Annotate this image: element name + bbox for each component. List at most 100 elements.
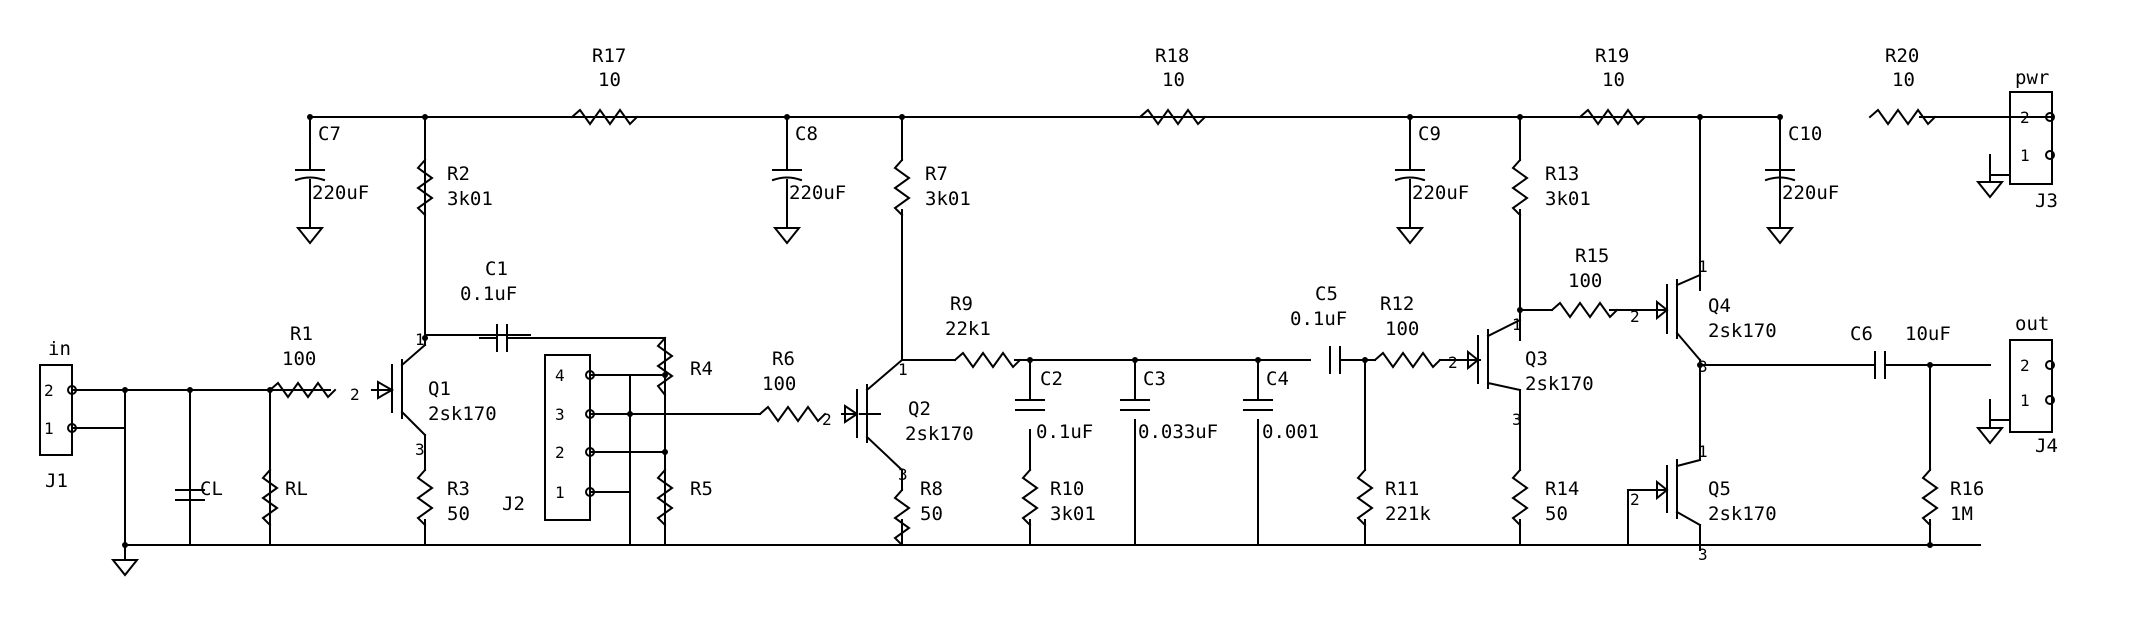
R19-value: 10	[1602, 69, 1625, 91]
C5-value: 0.1uF	[1290, 308, 1347, 330]
C2-body	[1015, 399, 1045, 411]
R10-body	[1021, 468, 1039, 527]
R1-ref: R1	[290, 323, 313, 345]
Q2-value: 2sk170	[905, 423, 974, 445]
R8-ref: R8	[920, 478, 943, 500]
R3-body	[416, 468, 434, 527]
R13-ref: R13	[1545, 163, 1579, 185]
R16-ref: R16	[1950, 478, 1984, 500]
Q4-ref: Q4	[1708, 295, 1731, 317]
R2-body	[416, 158, 434, 217]
connectors	[39, 91, 2055, 521]
R6-body	[758, 405, 827, 423]
Q3-pin3: 3	[1512, 410, 1522, 429]
R13-value: 3k01	[1545, 188, 1591, 210]
R2-value: 3k01	[447, 188, 493, 210]
C6-body	[1859, 351, 1896, 379]
R14-body	[1511, 468, 1529, 527]
R17-value: 10	[598, 69, 621, 91]
R2-ref: R2	[447, 163, 470, 185]
J4-box	[2009, 339, 2053, 433]
ground-symbols	[110, 174, 2005, 577]
C8-value: 220uF	[789, 182, 846, 204]
C9-value: 220uF	[1412, 182, 1469, 204]
C3-value: 0.033uF	[1138, 421, 1218, 443]
C4-ref: C4	[1266, 368, 1289, 390]
R7-ref: R7	[925, 163, 948, 185]
R9-body	[953, 351, 1022, 369]
C5-body	[1329, 346, 1341, 374]
R16-value: 1M	[1950, 503, 1973, 525]
C2-value: 0.1uF	[1036, 421, 1093, 443]
Q2-ref: Q2	[908, 398, 931, 420]
J1-name: in	[48, 338, 71, 360]
C6-value: 10uF	[1905, 323, 1951, 345]
J2-pin4: 4	[555, 366, 565, 385]
R3-value: 50	[447, 503, 470, 525]
C9-body	[1394, 116, 1426, 216]
R10-ref: R10	[1050, 478, 1084, 500]
C7-value: 220uF	[312, 182, 369, 204]
C10-value: 220uF	[1782, 182, 1839, 204]
R12-ref: R12	[1380, 293, 1414, 315]
R11-ref: R11	[1385, 478, 1419, 500]
J2-pin1: 1	[555, 483, 565, 502]
ground-icon	[110, 544, 140, 577]
R10-value: 3k01	[1050, 503, 1096, 525]
Q5-pin1: 1	[1698, 442, 1708, 461]
R14-ref: R14	[1545, 478, 1579, 500]
Q1-pin3: 3	[415, 440, 425, 459]
junctions	[122, 114, 1933, 548]
J2-ref: J2	[502, 493, 525, 515]
Q1-pin2: 2	[350, 385, 360, 404]
C9-ref: C9	[1418, 123, 1441, 145]
ground-icon	[1765, 214, 1795, 245]
J4-pin2: 2	[2020, 356, 2030, 375]
Q5-body	[1627, 458, 1702, 527]
Q5-pin3: 3	[1698, 545, 1708, 564]
CL-ref: CL	[200, 478, 223, 500]
Q5-pin2: 2	[1630, 490, 1640, 509]
component-labels: R17 10 R18 10 R19 10 R20 10 C7 220uF C8 …	[44, 45, 2058, 564]
R5-body	[656, 468, 674, 527]
C7-body	[294, 116, 326, 216]
transistors	[371, 273, 1702, 527]
Q1-value: 2sk170	[428, 403, 497, 425]
C4-body	[1243, 399, 1273, 411]
ground-icon	[1975, 419, 2005, 445]
ground-icon	[295, 214, 325, 245]
R16-body	[1921, 468, 1939, 527]
R12-value: 100	[1385, 318, 1419, 340]
Q1-body	[371, 343, 427, 437]
J3-box	[2009, 91, 2053, 185]
J1-box	[39, 364, 73, 456]
Q3-body	[1464, 318, 1522, 392]
C3-ref: C3	[1143, 368, 1166, 390]
R17-ref: R17	[592, 45, 626, 67]
Q3-value: 2sk170	[1525, 373, 1594, 395]
Q5-value: 2sk170	[1708, 503, 1777, 525]
R12-body	[1373, 351, 1442, 369]
CL-body	[175, 489, 205, 501]
Q4-body	[1651, 273, 1702, 362]
Q1-pin1: 1	[415, 330, 425, 349]
J1-ref: J1	[45, 470, 68, 492]
R8-body	[893, 488, 911, 547]
Q2-pin3: 3	[898, 465, 908, 484]
resistors	[261, 108, 1939, 547]
Q4-pin3: 3	[1698, 357, 1708, 376]
R20-body	[1868, 108, 1937, 126]
R20-value: 10	[1892, 69, 1915, 91]
C3-body	[1120, 399, 1150, 411]
C2-ref: C2	[1040, 368, 1063, 390]
J3-pin2: 2	[2020, 108, 2030, 127]
R4-body	[656, 336, 674, 397]
R7-value: 3k01	[925, 188, 971, 210]
R20-ref: R20	[1885, 45, 1919, 67]
R9-ref: R9	[950, 293, 973, 315]
R9-value: 22k1	[945, 318, 991, 340]
ground-icon	[1395, 214, 1425, 245]
J3-name: pwr	[2015, 67, 2049, 89]
R18-body	[1138, 108, 1207, 126]
R15-value: 100	[1568, 270, 1602, 292]
